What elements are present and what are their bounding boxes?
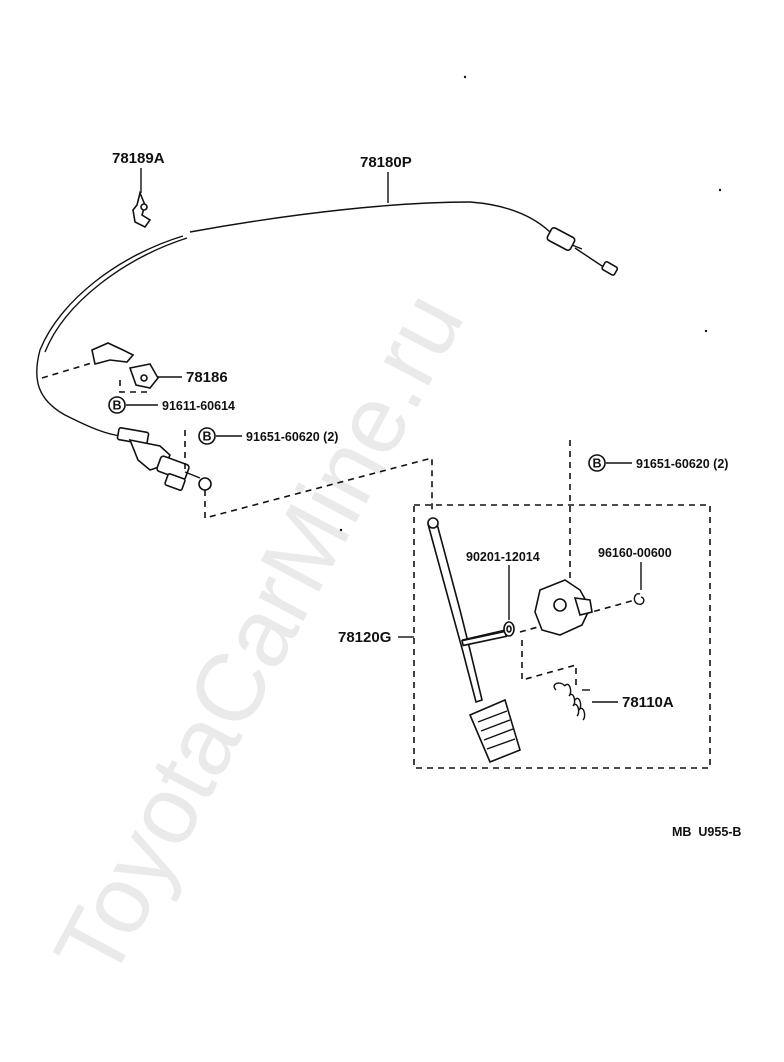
svg-text:B: B <box>592 457 601 471</box>
diagram-code: MB U955-B <box>672 825 741 839</box>
label-washer[interactable]: 90201-12014 <box>466 550 540 564</box>
dashed-guide-spring <box>521 640 577 690</box>
label-bracket[interactable]: 78186 <box>186 369 228 386</box>
svg-text:B: B <box>202 430 211 444</box>
clip[interactable] <box>633 593 645 606</box>
cable-end-fitting[interactable] <box>128 438 212 491</box>
label-spring[interactable]: 78110A <box>622 694 674 711</box>
bolt-marker-pedal-support: B <box>588 454 606 472</box>
dashed-guide-cable-to-pedal <box>204 456 433 520</box>
svg-text:B: B <box>112 399 121 413</box>
label-clip[interactable]: 96160-00600 <box>598 546 672 560</box>
accelerator-pedal-lever[interactable] <box>427 517 521 764</box>
return-spring[interactable] <box>553 682 590 721</box>
label-cable[interactable]: 78180P <box>360 154 412 171</box>
cable-clamp[interactable] <box>132 190 152 229</box>
bolt-marker-bracket: B <box>108 396 126 414</box>
accelerator-cable[interactable] <box>36 201 619 445</box>
pedal-assembly-frame <box>413 504 711 769</box>
label-clamp[interactable]: 78189A <box>112 150 165 167</box>
watermark: ToyotaCarMine.ru <box>34 276 484 995</box>
label-bolt-bracket[interactable]: 91611-60614 <box>162 399 235 413</box>
label-bolt-pedal-support[interactable]: 91651-60620 (2) <box>636 457 728 471</box>
cable-bracket[interactable] <box>91 342 159 389</box>
bolt-marker-cable-end: B <box>198 427 216 445</box>
washer[interactable] <box>503 621 515 637</box>
dashed-guide-bracket <box>41 361 96 379</box>
dashed-guide-bolt <box>119 380 150 393</box>
pedal-support-bracket[interactable] <box>534 579 593 636</box>
label-bolt-cable-end[interactable]: 91651-60620 (2) <box>246 430 338 444</box>
label-pedal-lever[interactable]: 78120G <box>338 629 391 646</box>
